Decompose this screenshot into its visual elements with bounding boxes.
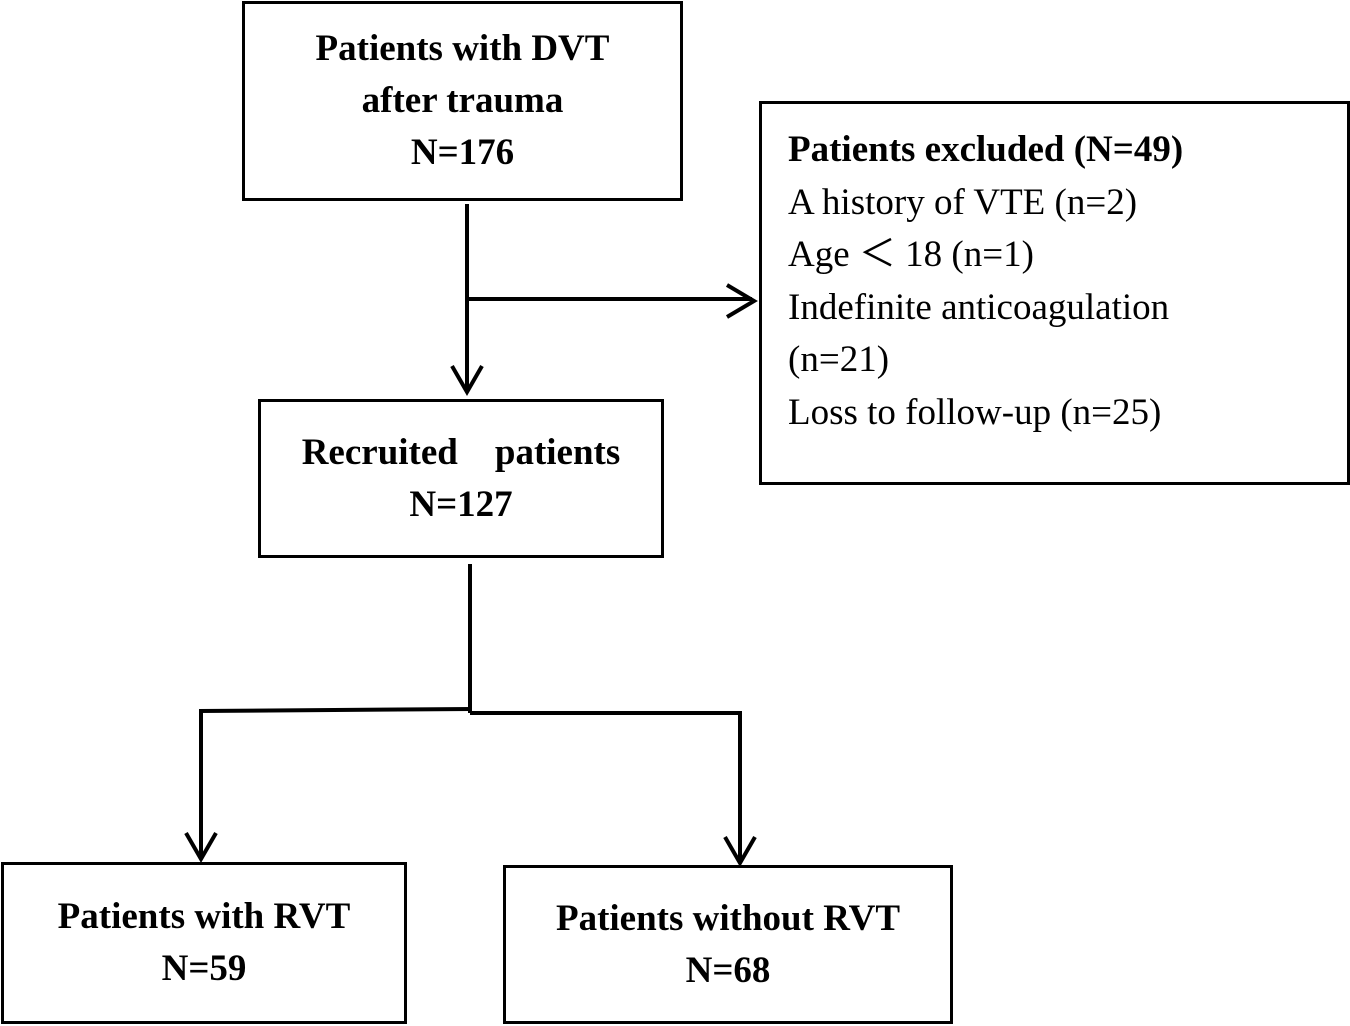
- dvt-patients-box: Patients with DVT after trauma N=176: [242, 1, 683, 201]
- excluded-item-anticoagulation: Indefinite anticoagulation: [788, 286, 1170, 328]
- no-rvt-patients-box: Patients without RVT N=68: [503, 865, 953, 1024]
- recruited-box-count: N=127: [409, 483, 513, 525]
- recruited-patients-box: Recruited patients N=127: [258, 399, 664, 558]
- rvt-box-count: N=59: [161, 948, 247, 989]
- dvt-box-line1: Patients with DVT: [315, 28, 610, 69]
- excluded-patients-box: Patients excluded (N=49) A history of VT…: [759, 101, 1350, 485]
- arrowhead-down-no-rvt: [723, 836, 757, 868]
- excluded-item-anticoagulation-count: (n=21): [788, 339, 890, 380]
- excluded-item-loss-to-follow-up: Loss to follow-up (n=25): [788, 391, 1162, 433]
- recruited-box-label: Recruited patients: [301, 431, 621, 473]
- arrowhead-down-recruited: [450, 365, 484, 397]
- dvt-box-count: N=176: [410, 132, 515, 173]
- line-split-left: [198, 707, 473, 713]
- rvt-box-label: Patients with RVT: [57, 896, 351, 937]
- excluded-item-vte-history: A history of VTE (n=2): [788, 181, 1138, 223]
- no-rvt-box-label: Patients without RVT: [555, 897, 901, 939]
- excluded-box-title: Patients excluded (N=49): [788, 129, 1184, 170]
- arrowhead-down-rvt: [184, 832, 218, 864]
- rvt-patients-box: Patients with RVT N=59: [1, 862, 407, 1024]
- arrowhead-right-excluded: [725, 283, 758, 319]
- no-rvt-box-count: N=68: [685, 949, 771, 991]
- dvt-box-line2: after trauma: [361, 80, 564, 121]
- excluded-item-age: Age ＜ 18 (n=1): [788, 234, 1034, 275]
